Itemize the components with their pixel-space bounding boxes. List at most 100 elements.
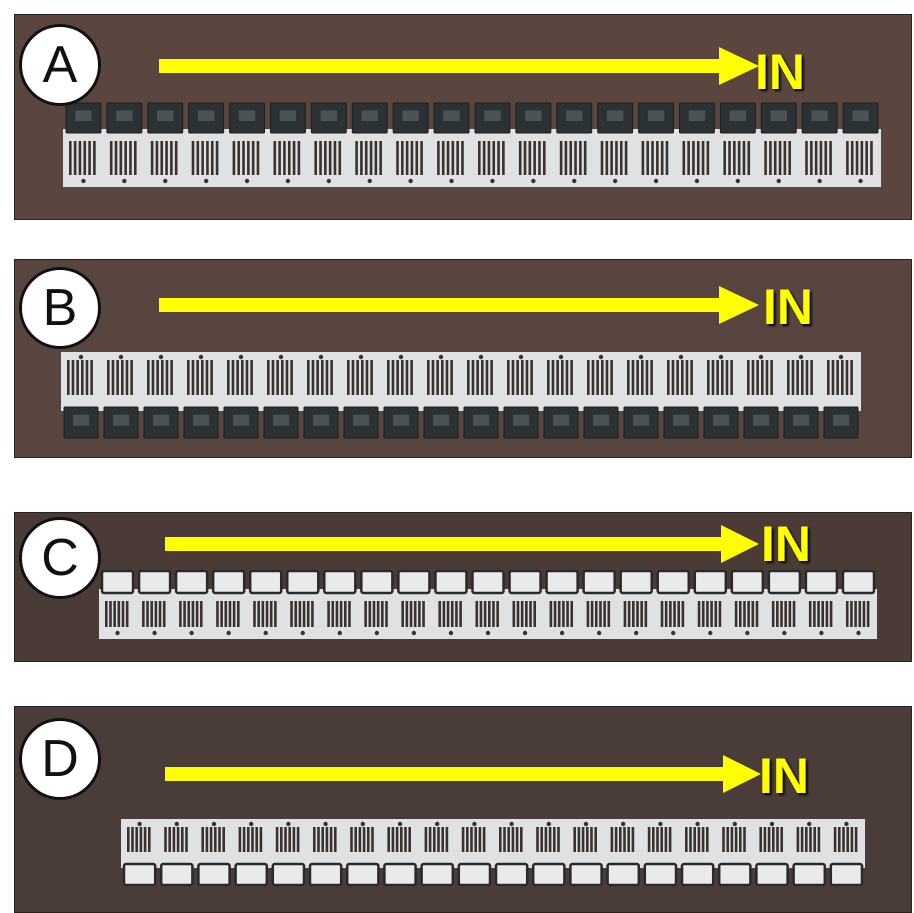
frame-slot	[701, 827, 705, 852]
frame-slot	[461, 827, 465, 852]
frame-slot	[205, 827, 209, 852]
frame-slot	[255, 827, 258, 852]
index-hole	[78, 354, 84, 360]
frame-slot	[437, 827, 440, 852]
frame-slot	[693, 827, 696, 852]
frame-slot	[376, 601, 380, 627]
frame-slot	[247, 141, 250, 175]
frame-slot	[511, 827, 515, 852]
component-package	[792, 862, 827, 887]
frame-slot	[521, 360, 524, 395]
package-marking	[606, 110, 624, 121]
frame-slot	[718, 601, 722, 627]
frame-slot	[801, 360, 804, 395]
frame-slot	[236, 360, 239, 395]
frame-slot	[428, 827, 432, 852]
index-hole	[323, 821, 328, 827]
index-hole	[358, 354, 364, 360]
frame-slot	[556, 360, 559, 395]
frame-slot	[329, 827, 333, 852]
frame-slot	[470, 827, 473, 852]
frame-slot	[459, 601, 462, 627]
package-marking	[647, 110, 665, 121]
frame-slot	[415, 141, 419, 175]
component-package	[248, 569, 283, 595]
frame-slot	[131, 827, 134, 852]
frame-slot	[191, 601, 195, 627]
frame-slot	[237, 141, 241, 175]
frame-slot	[335, 601, 339, 627]
frame-slot	[739, 827, 742, 852]
frame-slot	[772, 827, 775, 852]
panel-d-direction-arrow	[165, 755, 761, 793]
frame-slot	[154, 601, 158, 627]
frame-slot	[845, 360, 849, 395]
frame-slot	[636, 601, 639, 627]
frame-slot	[422, 601, 425, 627]
frame-slot	[516, 360, 519, 395]
package-marking	[753, 414, 769, 426]
frame-slot	[667, 360, 670, 395]
frame-slot	[756, 360, 759, 395]
frame-slot	[267, 360, 270, 395]
frame-slot	[725, 360, 729, 395]
panel-d-lead-frame	[121, 819, 865, 887]
frame-slot	[174, 141, 178, 175]
frame-slot	[536, 827, 539, 852]
frame-slot	[338, 141, 342, 175]
frame-slot	[185, 827, 188, 852]
frame-slot	[328, 141, 332, 175]
frame-slot	[339, 601, 343, 627]
frame-slot	[224, 601, 228, 627]
panel-d: D IN	[14, 706, 912, 913]
index-hole	[472, 821, 477, 827]
frame-slot	[561, 360, 564, 395]
index-hole	[438, 354, 444, 360]
index-hole	[137, 821, 142, 827]
index-hole	[408, 178, 413, 184]
frame-slot	[515, 827, 519, 852]
frame-slot	[391, 360, 395, 395]
frame-slot	[372, 601, 376, 627]
frame-slot	[685, 827, 688, 852]
component-package	[471, 569, 505, 595]
index-hole	[735, 178, 741, 184]
frame-slot	[215, 141, 219, 175]
frame-slot	[433, 827, 436, 852]
frame-slot	[619, 141, 623, 175]
frame-slot	[278, 141, 281, 175]
frame-slot	[333, 141, 337, 175]
frame-slot	[601, 360, 604, 395]
frame-slot	[475, 601, 479, 627]
frame-slot	[586, 827, 589, 852]
frame-slot	[288, 827, 291, 852]
frame-slot	[640, 601, 643, 627]
frame-slot	[396, 141, 399, 175]
frame-slot	[511, 360, 515, 395]
package-marking	[473, 414, 489, 426]
frame-slot	[441, 827, 444, 852]
frame-slot	[518, 141, 522, 175]
frame-slot	[623, 827, 626, 852]
frame-slot	[547, 360, 550, 395]
frame-slot	[603, 601, 606, 627]
frame-slot	[220, 601, 223, 627]
frame-slot	[125, 601, 129, 627]
frame-slot	[371, 827, 374, 852]
frame-slot	[660, 601, 664, 627]
frame-slot	[114, 141, 118, 175]
frame-slot	[850, 601, 853, 627]
frame-slot	[650, 360, 653, 395]
component-package	[804, 569, 839, 595]
frame-slot	[196, 141, 200, 175]
panel-b-direction-arrow	[159, 286, 759, 324]
frame-slot	[216, 601, 219, 627]
frame-slot	[156, 360, 159, 395]
frame-slot	[590, 827, 593, 852]
index-hole	[286, 821, 291, 827]
frame-slot	[682, 141, 686, 175]
component-package	[100, 569, 135, 595]
package-marking	[393, 414, 409, 426]
frame-slot	[351, 360, 355, 395]
package-marking	[811, 110, 828, 121]
